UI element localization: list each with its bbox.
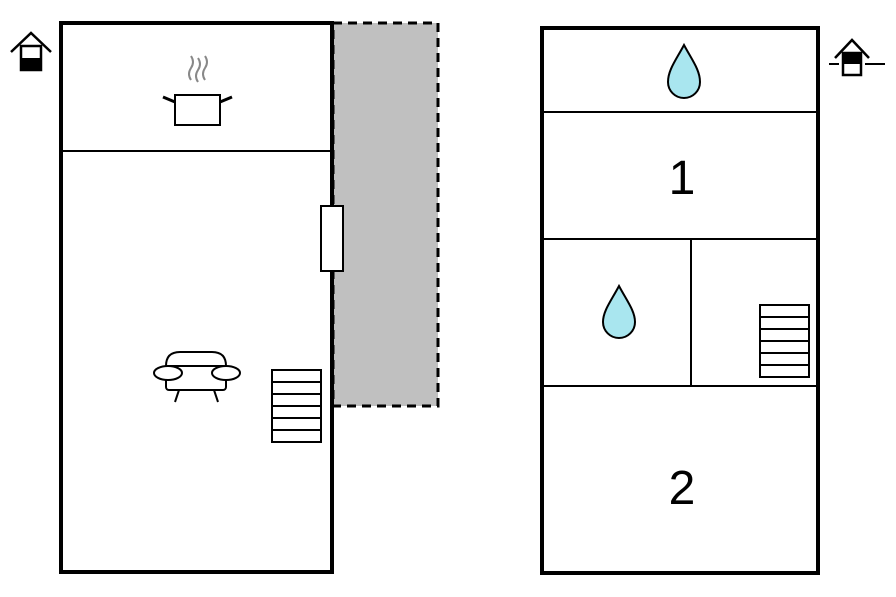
terrace-area (331, 21, 440, 408)
ground-floor-outline (59, 21, 334, 574)
house-upper-floor-icon (829, 38, 885, 77)
upper-floor: 1 2 (540, 26, 885, 575)
ground-floor (10, 21, 440, 574)
room-1-number: 1 (669, 152, 696, 205)
house-ground-floor-icon (10, 31, 52, 72)
stairs-icon (759, 304, 810, 378)
water-drop-icon (601, 283, 637, 339)
upper-floor-outline (540, 26, 820, 575)
stairs-icon (271, 369, 322, 443)
door-icon (320, 205, 344, 272)
kitchen-pot-icon (162, 55, 233, 126)
water-drop-icon (666, 42, 702, 99)
sofa-icon (153, 351, 241, 403)
room-2-number: 2 (669, 462, 696, 515)
